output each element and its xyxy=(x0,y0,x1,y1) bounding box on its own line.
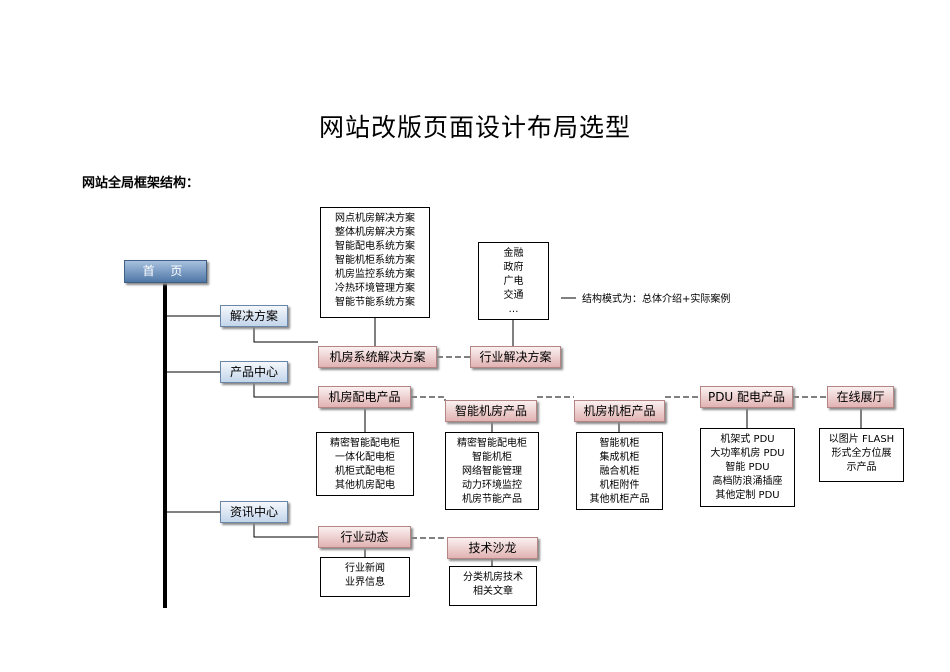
list-item: 智能节能系统方案 xyxy=(335,297,415,308)
list-item: 融合机柜 xyxy=(599,466,640,477)
home-button[interactable]: 首 页 xyxy=(124,260,207,283)
smart-datacenter-list: 精密智能配电柜 智能机柜 网络智能管理 动力环境监控 机房节能产品 xyxy=(445,432,539,510)
list-item: 智能机柜 xyxy=(599,438,640,449)
page-title: 网站改版页面设计布局选型 xyxy=(318,113,631,142)
list-item: 其他机柜产品 xyxy=(589,494,650,505)
list-item: 机房节能产品 xyxy=(462,494,522,505)
list-item: 网络智能管理 xyxy=(462,466,522,477)
list-item: 机柜式配电柜 xyxy=(335,466,395,477)
list-item: 动力环境监控 xyxy=(462,480,522,491)
online-showroom-button[interactable]: 在线展厅 xyxy=(827,386,894,408)
list-item: 其他定制 PDU xyxy=(715,490,780,501)
power-distribution-product-button[interactable]: 机房配电产品 xyxy=(318,386,411,408)
datacenter-solution-list: 网点机房解决方案 整体机房解决方案 智能配电系统方案 智能机柜系统方案 机房监控… xyxy=(320,207,430,318)
list-item: 精密智能配电柜 xyxy=(457,438,527,449)
cabinet-list: 智能机柜 集成机柜 融合机柜 机柜附件 其他机柜产品 xyxy=(576,432,663,510)
products-section-button[interactable]: 产品中心 xyxy=(220,361,288,383)
list-item: 智能机柜 xyxy=(472,452,512,463)
list-item: 金融 xyxy=(503,248,524,259)
cabinet-product-button[interactable]: 机房机柜产品 xyxy=(574,400,665,422)
list-item: 冷热环境管理方案 xyxy=(335,283,415,294)
list-item: 整体机房解决方案 xyxy=(335,227,415,238)
industry-solution-list: 金融 政府 广电 交通 … xyxy=(478,242,549,320)
pdu-list: 机架式 PDU 大功率机房 PDU 智能 PDU 高档防浪涌插座 其他定制 PD… xyxy=(700,428,795,507)
industry-news-button[interactable]: 行业动态 xyxy=(318,526,411,548)
power-distribution-list: 精密智能配电柜 一体化配电柜 机柜式配电柜 其他机房配电 xyxy=(316,432,414,496)
list-item: 智能配电系统方案 xyxy=(335,241,415,252)
tech-salon-list: 分类机房技术 相关文章 xyxy=(449,566,537,606)
framework-subtitle: 网站全局框架结构： xyxy=(82,176,200,191)
list-item: 业界信息 xyxy=(345,577,385,588)
list-item: 集成机柜 xyxy=(599,452,640,463)
industry-news-list: 行业新闻 业界信息 xyxy=(320,557,410,597)
list-item: 行业新闻 xyxy=(345,563,385,574)
list-item: 智能 PDU xyxy=(725,462,770,473)
list-item: 形式全方位展 xyxy=(831,448,892,459)
list-item: 机架式 PDU xyxy=(720,434,775,445)
list-item: … xyxy=(508,304,519,315)
list-item: 精密智能配电柜 xyxy=(330,438,400,449)
list-item: 示产品 xyxy=(846,462,877,473)
list-item: 网点机房解决方案 xyxy=(335,213,415,224)
list-item: 广电 xyxy=(503,276,524,287)
solutions-section-button[interactable]: 解决方案 xyxy=(220,305,288,327)
list-item: 机房监控系统方案 xyxy=(335,269,415,280)
news-section-button[interactable]: 资讯中心 xyxy=(220,501,288,523)
smart-datacenter-product-button[interactable]: 智能机房产品 xyxy=(445,400,537,422)
pdu-product-button[interactable]: PDU 配电产品 xyxy=(700,386,793,408)
structure-note: 结构模式为：总体介绍+实际案例 xyxy=(582,294,731,305)
list-item: 智能机柜系统方案 xyxy=(335,255,415,266)
list-item: 一体化配电柜 xyxy=(335,452,395,463)
tech-salon-button[interactable]: 技术沙龙 xyxy=(447,537,538,559)
online-showroom-list: 以图片 FLASH 形式全方位展 示产品 xyxy=(819,428,904,482)
list-item: 其他机房配电 xyxy=(335,480,395,491)
industry-solution-button[interactable]: 行业解决方案 xyxy=(470,346,561,368)
list-item: 机柜附件 xyxy=(599,480,640,491)
list-item: 大功率机房 PDU xyxy=(710,448,785,459)
datacenter-solution-button[interactable]: 机房系统解决方案 xyxy=(318,346,437,368)
list-item: 高档防浪涌插座 xyxy=(712,476,783,487)
list-item: 交通 xyxy=(503,290,524,301)
list-item: 分类机房技术 xyxy=(463,572,523,583)
list-item: 政府 xyxy=(503,262,524,273)
list-item: 相关文章 xyxy=(473,586,513,597)
list-item: 以图片 FLASH xyxy=(828,434,895,445)
